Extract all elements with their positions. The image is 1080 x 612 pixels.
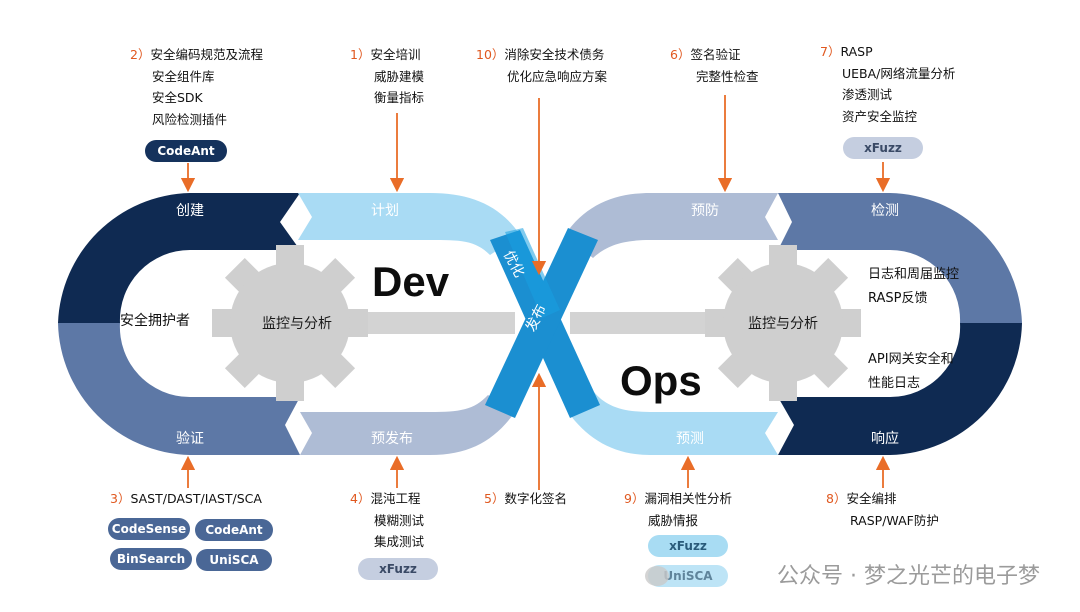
left-gear-label: 监控与分析 bbox=[262, 316, 332, 332]
note-1-line: 衡量指标 bbox=[374, 90, 425, 105]
note-10: 10）消除安全技术债务 优化应急响应方案 bbox=[476, 44, 607, 87]
note-8-line: RASP/WAF防护 bbox=[850, 512, 939, 528]
pill-xfuzz-right: xFuzz bbox=[648, 535, 728, 557]
segment-prerelease-shape bbox=[300, 395, 515, 455]
segment-prevent-shape bbox=[565, 193, 778, 258]
note-10-num: 10） bbox=[476, 47, 505, 62]
note-5: 5）数字化签名 bbox=[484, 488, 567, 510]
note-7-line: RASP bbox=[840, 44, 873, 59]
note-7-line: UEBA/网络流量分析 bbox=[842, 65, 956, 81]
note-7: 7）RASP UEBA/网络流量分析 渗透测试 资产安全监控 bbox=[820, 41, 955, 127]
segment-detect-label: 检测 bbox=[871, 203, 899, 219]
note-6: 6）签名验证 完整性检查 bbox=[670, 44, 759, 87]
left-center-text: 安全拥护者 bbox=[120, 313, 190, 329]
note-7-num: 7） bbox=[820, 44, 841, 59]
pill-unisca: UniSCA bbox=[196, 549, 272, 571]
note-4: 4）混沌工程 模糊测试 集成测试 bbox=[350, 488, 424, 553]
segment-verify-shape bbox=[58, 323, 300, 455]
dev-label: Dev bbox=[372, 258, 450, 305]
note-8: 8）安全编排 RASP/WAF防护 bbox=[826, 488, 939, 531]
note-2: 2）安全编码规范及流程 安全组件库 安全SDK 风险检测插件 bbox=[130, 44, 263, 130]
pill-codesense: CodeSense bbox=[108, 518, 190, 540]
segment-respond-shape bbox=[778, 323, 1022, 455]
right-gear-icon bbox=[705, 245, 861, 401]
note-2-line: 风险检测插件 bbox=[152, 111, 228, 127]
note-6-line: 完整性检查 bbox=[696, 68, 759, 84]
pill-codeant-bottom: CodeAnt bbox=[195, 519, 273, 541]
pill-xfuzz-left: xFuzz bbox=[358, 558, 438, 580]
arrows bbox=[180, 95, 891, 490]
note-8-line: 安全编排 bbox=[846, 491, 897, 506]
note-4-line: 集成测试 bbox=[374, 534, 425, 549]
pill-xfuzz-top: xFuzz bbox=[843, 137, 923, 159]
wechat-icon bbox=[645, 566, 669, 586]
watermark: 公众号 · 梦之光芒的电子梦 bbox=[777, 564, 1040, 589]
segment-predict-shape bbox=[568, 392, 778, 455]
right-gear-label: 监控与分析 bbox=[748, 316, 818, 332]
note-2-line: 安全组件库 bbox=[152, 68, 215, 84]
note-7-line: 渗透测试 bbox=[842, 87, 893, 102]
note-9: 9）漏洞相关性分析 威胁情报 bbox=[624, 488, 732, 531]
note-5-line: 数字化签名 bbox=[504, 491, 567, 506]
note-2-line: 安全编码规范及流程 bbox=[150, 47, 263, 62]
segment-prevent-label: 预防 bbox=[691, 203, 719, 219]
segment-respond-label: 响应 bbox=[871, 430, 899, 447]
right-center-line2: RASP反馈 bbox=[868, 291, 928, 306]
note-6-line: 签名验证 bbox=[690, 47, 741, 62]
note-9-num: 9） bbox=[624, 491, 645, 506]
right-center-line4: 性能日志 bbox=[868, 376, 921, 391]
pill-unisca-right: UniSCA bbox=[648, 565, 728, 587]
segment-verify-label: 验证 bbox=[176, 431, 204, 447]
note-6-num: 6） bbox=[670, 47, 691, 62]
note-1-num: 1） bbox=[350, 47, 371, 62]
note-9-line: 漏洞相关性分析 bbox=[644, 491, 732, 506]
right-center-text-top: 日志和周届监控 RASP反馈 bbox=[868, 263, 959, 311]
segment-release-shape bbox=[485, 228, 598, 418]
segment-create-shape bbox=[58, 193, 300, 323]
left-gear-icon bbox=[212, 245, 368, 401]
note-7-line: 资产安全监控 bbox=[842, 108, 918, 124]
right-center-line3: API网关安全和 bbox=[868, 352, 954, 367]
note-4-line: 模糊测试 bbox=[374, 512, 425, 528]
note-1: 1）安全培训 威胁建模 衡量指标 bbox=[350, 44, 424, 109]
segment-detect-shape bbox=[778, 193, 1022, 323]
note-2-line: 安全SDK bbox=[152, 90, 203, 105]
segment-plan-shape bbox=[298, 193, 520, 255]
note-4-num: 4） bbox=[350, 491, 371, 506]
segment-prerelease-label: 预发布 bbox=[371, 431, 413, 447]
note-3-line: SAST/DAST/IAST/SCA bbox=[130, 491, 262, 506]
note-3-num: 3） bbox=[110, 491, 131, 506]
right-center-line1: 日志和周届监控 bbox=[868, 267, 960, 282]
pill-binsearch: BinSearch bbox=[110, 548, 192, 570]
ops-label: Ops bbox=[620, 357, 702, 404]
segment-create-label: 创建 bbox=[176, 203, 204, 219]
note-5-num: 5） bbox=[484, 491, 505, 506]
right-center-text-bottom: API网关安全和 性能日志 bbox=[868, 348, 954, 396]
note-4-line: 混沌工程 bbox=[370, 491, 421, 506]
note-10-line: 消除安全技术债务 bbox=[504, 47, 605, 62]
segment-predict-label: 预测 bbox=[676, 431, 704, 447]
segment-plan-label: 计划 bbox=[371, 203, 399, 219]
note-8-num: 8） bbox=[826, 491, 847, 506]
note-9-line: 威胁情报 bbox=[648, 512, 699, 528]
note-2-num: 2） bbox=[130, 47, 151, 62]
note-10-line: 优化应急响应方案 bbox=[507, 68, 608, 84]
pill-codeant-top: CodeAnt bbox=[145, 140, 227, 162]
note-1-line: 威胁建模 bbox=[374, 68, 425, 84]
note-3: 3）SAST/DAST/IAST/SCA bbox=[110, 488, 262, 510]
note-1-line: 安全培训 bbox=[370, 47, 421, 62]
